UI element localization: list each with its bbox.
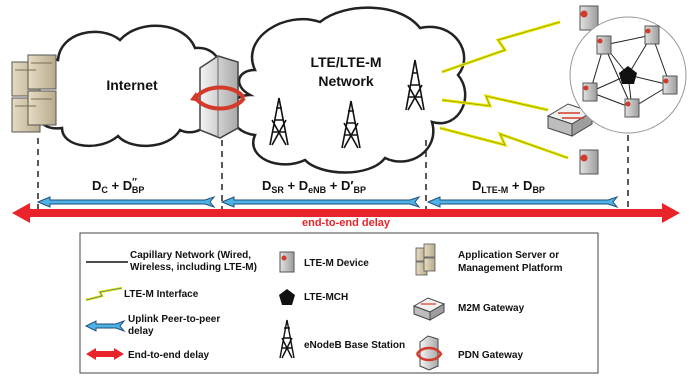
cell-tower-icon bbox=[269, 97, 289, 146]
uplink-delay-arrow-segment1 bbox=[36, 195, 216, 209]
lightning-icon bbox=[441, 20, 561, 74]
legend-item-enodeb: eNodeB Base Station bbox=[279, 319, 405, 359]
uplink-delay-arrow-segment3 bbox=[426, 195, 619, 209]
cell-tower-icon bbox=[341, 100, 361, 149]
svg-text:LTE-MCH: LTE-MCH bbox=[304, 292, 348, 303]
lte-m-device-icon bbox=[624, 98, 640, 118]
legend: Capillary Network (Wired, Wireless, incl… bbox=[79, 232, 599, 374]
lightning-icon bbox=[441, 93, 549, 112]
svg-text:Management Platform: Management Platform bbox=[458, 263, 563, 274]
server-icon bbox=[11, 54, 57, 133]
svg-text:delay: delay bbox=[128, 326, 154, 337]
lte-network-cloud: LTE/LTE-M Network bbox=[229, 6, 467, 174]
cell-tower-icon bbox=[279, 319, 295, 359]
legend-item-lte-m-device: LTE-M Device bbox=[279, 251, 369, 273]
svg-text:LTE-M Interface: LTE-M Interface bbox=[124, 289, 199, 300]
lte-mch-icon bbox=[279, 289, 295, 305]
pdn-gateway-icon bbox=[190, 55, 246, 139]
cell-tower-icon bbox=[405, 59, 425, 111]
delay-formula-segment1: DC + D″BP bbox=[92, 177, 144, 195]
lte-m-device-icon bbox=[579, 149, 599, 175]
internet-label: Internet bbox=[106, 77, 158, 93]
lte-m-device-icon bbox=[596, 35, 612, 55]
svg-text:Capillary Network (Wired,: Capillary Network (Wired, bbox=[130, 250, 251, 261]
svg-text:eNodeB Base Station: eNodeB Base Station bbox=[304, 340, 405, 351]
capillary-network bbox=[569, 16, 687, 134]
legend-item-pdn-gateway: PDN Gateway bbox=[415, 335, 523, 371]
lte-network-title-line1: LTE/LTE-M bbox=[310, 54, 381, 70]
delay-formula-segment2: DSR + DeNB + D′BP bbox=[262, 178, 366, 195]
legend-item-lte-m-interface: LTE-M Interface bbox=[85, 286, 199, 302]
uplink-delay-arrow-segment2 bbox=[220, 195, 421, 209]
lightning-icon bbox=[439, 126, 569, 160]
svg-text:Application Server or: Application Server or bbox=[458, 250, 559, 261]
legend-item-capillary: Capillary Network (Wired, Wireless, incl… bbox=[86, 250, 257, 273]
lte-mch-icon bbox=[619, 66, 637, 84]
svg-text:LTE-M Device: LTE-M Device bbox=[304, 258, 369, 269]
lte-network-title-line2: Network bbox=[318, 73, 373, 89]
legend-item-end-to-end: End-to-end delay bbox=[86, 348, 210, 361]
svg-text:Wireless, including LTE-M): Wireless, including LTE-M) bbox=[130, 262, 257, 273]
lte-m-device-icon bbox=[279, 251, 295, 273]
legend-item-lte-mch: LTE-MCH bbox=[279, 289, 348, 305]
lte-m-device-icon bbox=[579, 5, 599, 31]
segment-divider bbox=[37, 135, 629, 215]
pdn-gateway-icon bbox=[415, 335, 443, 371]
legend-item-m2m-gateway: M2M Gateway bbox=[412, 297, 525, 321]
lte-m-device-icon bbox=[644, 25, 660, 45]
end-to-end-delay-arrow: end-to-end delay bbox=[12, 203, 680, 229]
lte-m-device-icon bbox=[662, 75, 678, 95]
svg-text:M2M Gateway: M2M Gateway bbox=[458, 303, 525, 314]
delay-formula-segment3: DLTE-M + DBP bbox=[472, 178, 545, 195]
server-icon bbox=[415, 243, 436, 276]
svg-text:Uplink Peer-to-peer: Uplink Peer-to-peer bbox=[128, 314, 220, 325]
legend-item-uplink: Uplink Peer-to-peer delay bbox=[84, 314, 220, 337]
internet-cloud: Internet bbox=[32, 24, 223, 148]
svg-text:PDN Gateway: PDN Gateway bbox=[458, 350, 523, 361]
lte-m-device-icon bbox=[582, 82, 598, 102]
end-to-end-delay-label: end-to-end delay bbox=[302, 217, 391, 229]
m2m-gateway-icon bbox=[412, 297, 446, 321]
svg-text:End-to-end delay: End-to-end delay bbox=[128, 350, 210, 361]
legend-item-app-server: Application Server or Management Platfor… bbox=[415, 243, 563, 276]
